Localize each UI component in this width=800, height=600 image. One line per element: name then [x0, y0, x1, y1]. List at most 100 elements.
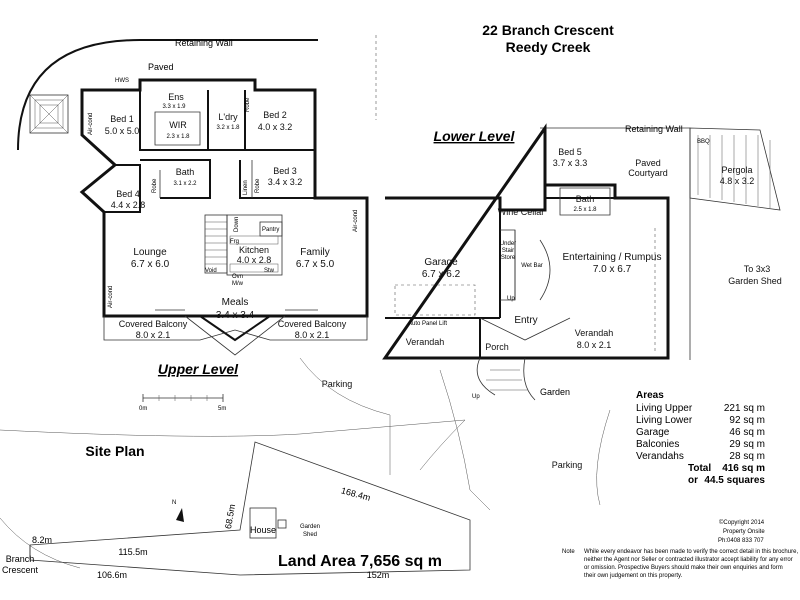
bed3-dim: 3.4 x 3.2 — [268, 177, 303, 187]
dim-68-5: 68.5m — [223, 503, 237, 529]
note-line-2: or omission. Prospective Buyers should m… — [584, 565, 783, 571]
aircond-label-2: Air-cond — [108, 286, 114, 308]
entry-label: Entry — [514, 315, 537, 326]
ens-dim: 3.3 x 1.9 — [162, 104, 186, 110]
garden-shed-label: Garden Shed — [728, 276, 782, 286]
robe-label-3: Robe — [255, 178, 261, 193]
bed2-label: Bed 2 — [263, 110, 287, 120]
courtyard-label: Courtyard — [628, 168, 668, 178]
areas-table: Areas Living Upper 221 sq m Living Lower… — [636, 390, 765, 486]
area-row-value-2: 46 sq m — [729, 427, 765, 438]
title-line1: 22 Branch Crescent — [482, 22, 614, 38]
copyright-block: ©Copyright 2014 Property Onsite Ph:0408 … — [718, 519, 765, 544]
oven-label: Ovn — [232, 274, 243, 280]
balcony2-label: Covered Balcony — [278, 319, 347, 329]
paved-label: Paved — [635, 158, 661, 168]
parking2-label: Parking — [552, 460, 583, 470]
ens-label: Ens — [168, 92, 184, 102]
microwave-label: M/w — [232, 281, 244, 287]
pantry-label: Pantry — [262, 227, 279, 233]
copyright-line1: ©Copyright 2014 — [719, 519, 765, 526]
kitchen-dim: 4.0 x 2.8 — [237, 255, 272, 265]
area-row-value-4: 28 sq m — [729, 451, 765, 462]
area-row-label-2: Garage — [636, 427, 670, 438]
areas-heading: Areas — [636, 390, 664, 401]
rumpus-dim: 7.0 x 6.7 — [593, 264, 632, 275]
upper-retaining-wall — [17, 39, 318, 151]
wine-cellar-label: Wine Cellar — [498, 207, 545, 217]
garage-label: Garage — [424, 257, 458, 268]
pergola-outline — [689, 127, 781, 211]
note-line-3: their own judgement on this property. — [584, 573, 683, 579]
note-line-0: While every endeavor has been made to ve… — [584, 549, 798, 555]
area-row-label-0: Living Upper — [636, 403, 693, 414]
pergola-label: Pergola — [721, 165, 752, 175]
parking1-label: Parking — [322, 379, 353, 389]
lot-boundary — [29, 441, 471, 576]
porch-label: Porch — [485, 342, 509, 352]
verandah2-dim: 8.0 x 2.1 — [577, 340, 612, 350]
dim-115-5: 115.5m — [118, 547, 147, 557]
aircond-label-3: Air-cond — [353, 210, 359, 232]
bed2-dim: 4.0 x 3.2 — [258, 122, 293, 132]
wir-label: WIR — [169, 120, 187, 130]
upper-level-heading: Upper Level — [158, 361, 239, 377]
upper-level-plan: Retaining Wall Paved — [17, 38, 369, 412]
north-label: N — [172, 500, 176, 506]
bed3-label: Bed 3 — [273, 166, 297, 176]
area-row-value-1: 92 sq m — [729, 415, 765, 426]
scale-bar: 0m 5m — [139, 394, 226, 412]
upper-paved-label: Paved — [148, 62, 174, 72]
bed1-label: Bed 1 — [110, 114, 134, 124]
area-or-label: or — [688, 475, 698, 486]
balcony1-label: Covered Balcony — [119, 319, 188, 329]
garage-dim: 6.7 x 6.2 — [422, 269, 461, 280]
kitchen-label: Kitchen — [239, 245, 269, 255]
area-row-value-0: 221 sq m — [724, 403, 765, 414]
copyright-line2: Property Onsite — [723, 529, 765, 535]
bath-label: Bath — [176, 167, 195, 177]
laundry-label: L'dry — [218, 112, 238, 122]
store-label: Store — [501, 255, 516, 261]
bed4-label: Bed 4 — [116, 189, 140, 199]
lounge-dim: 6.7 x 6.0 — [131, 259, 170, 270]
meals-dim: 3.4 x 3.4 — [216, 310, 255, 321]
under-label: Under — [500, 241, 516, 247]
upper-stair — [204, 214, 228, 274]
dim-106-6: 106.6m — [97, 570, 127, 580]
copyright-line3: Ph:0408 833 707 — [718, 538, 764, 544]
note-line-1: neither the Agent nor Seller or contract… — [584, 557, 793, 563]
dim-8-2: 8.2m — [32, 535, 52, 545]
scale-five: 5m — [218, 406, 226, 412]
bed5-label: Bed 5 — [558, 147, 582, 157]
rumpus-label: Entertaining / Rumpus — [563, 252, 662, 263]
bath-dim: 3.1 x 2.2 — [173, 181, 197, 187]
street-label-2: Crescent — [2, 565, 39, 575]
upper-retaining-wall-label: Retaining Wall — [175, 38, 233, 48]
garden-label: Garden — [540, 387, 570, 397]
north-arrow-icon: N — [172, 500, 184, 522]
lower-level-heading: Lower Level — [434, 128, 516, 144]
note-label: Note — [562, 549, 575, 555]
pergola-dim: 4.8 x 3.2 — [720, 176, 755, 186]
street-label-1: Branch — [6, 554, 35, 564]
site-house-label: House — [250, 525, 276, 535]
scale-zero: 0m — [139, 406, 147, 412]
void-label: Void — [205, 268, 217, 274]
area-row-value-3: 29 sq m — [729, 439, 765, 450]
down-label: Down — [234, 217, 240, 232]
lower-retaining-wall-label: Retaining Wall — [625, 124, 683, 134]
bed4-dim: 4.4 x 2.8 — [111, 200, 146, 210]
lower-bath-dim: 2.5 x 1.8 — [573, 207, 597, 213]
stove-label: Stw — [264, 268, 275, 274]
meals-label: Meals — [222, 297, 249, 308]
lower-level-plan: Lower Level Retaining Wall Bed 5 3.7 x 3… — [299, 123, 782, 511]
robe-label-2: Robe — [152, 178, 158, 193]
hws-label: HWS — [115, 78, 129, 84]
lounge-label: Lounge — [133, 247, 167, 258]
family-dim: 6.7 x 5.0 — [296, 259, 335, 270]
wir-dim: 2.3 x 1.8 — [166, 134, 190, 140]
up2-label: Up — [472, 394, 480, 400]
balcony2-dim: 8.0 x 2.1 — [295, 330, 330, 340]
